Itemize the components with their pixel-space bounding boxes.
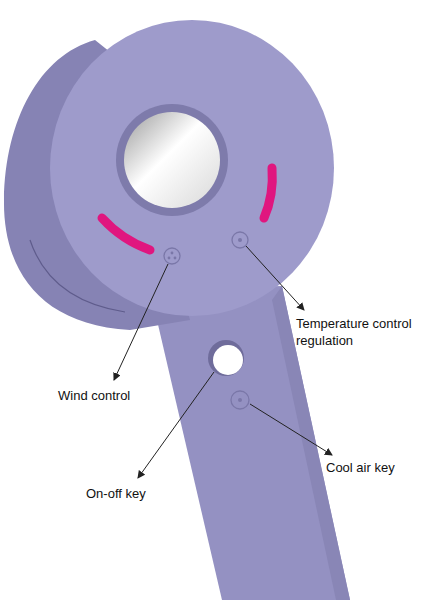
part-label: Temperature control regulation xyxy=(296,316,420,350)
leader-line xyxy=(246,246,304,310)
indicator-bar xyxy=(264,168,272,218)
hole-ring xyxy=(116,104,228,216)
part-label: On-off key xyxy=(86,486,146,503)
power-key-ring xyxy=(208,340,244,376)
part-label: Cool air key xyxy=(326,460,395,477)
part-label: Wind control xyxy=(58,388,130,405)
power-key xyxy=(213,345,243,375)
leader-line xyxy=(250,404,332,455)
cool-air-key xyxy=(231,391,249,409)
head-front xyxy=(50,20,334,316)
temperature-button xyxy=(232,232,248,248)
air-hole xyxy=(124,112,220,208)
leader-line xyxy=(138,372,214,478)
wind-button xyxy=(164,248,180,264)
indicator-bar xyxy=(102,218,150,250)
leader-line xyxy=(114,264,168,380)
